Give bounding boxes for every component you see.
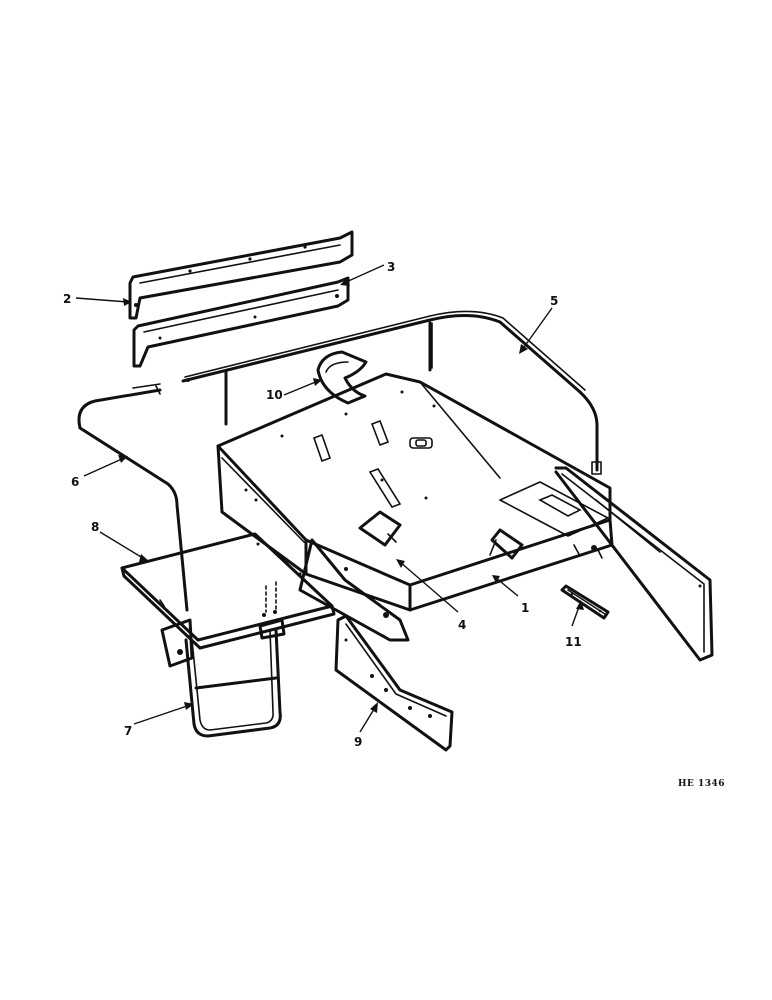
callout-2: 2 <box>63 292 71 306</box>
callout-6: 6 <box>71 475 79 489</box>
callout-4: 4 <box>458 618 466 632</box>
part-8-step-platform <box>120 532 336 650</box>
callout-1: 1 <box>521 601 529 615</box>
part-9-side-bracket <box>334 614 454 752</box>
part-10-cover <box>316 350 368 405</box>
callout-10: 10 <box>266 388 283 402</box>
part-2-upper-panel <box>128 230 354 320</box>
callout-9: 9 <box>354 735 362 749</box>
part-5-right-rail <box>181 310 602 475</box>
part-1-platform <box>216 372 614 642</box>
right-side-panel <box>554 466 714 662</box>
part-7-step-ladder <box>160 618 286 738</box>
callout-11: 11 <box>565 635 582 649</box>
part-6-left-rail <box>77 383 189 612</box>
callout-7: 7 <box>124 724 132 738</box>
callout-3: 3 <box>387 260 395 274</box>
callout-5: 5 <box>550 294 558 308</box>
drawing-code: HE 1346 <box>678 779 725 789</box>
callout-8: 8 <box>91 520 99 534</box>
leader-lines <box>75 264 584 733</box>
part-3-lower-panel <box>132 276 350 368</box>
part-11-bracket <box>560 584 610 620</box>
